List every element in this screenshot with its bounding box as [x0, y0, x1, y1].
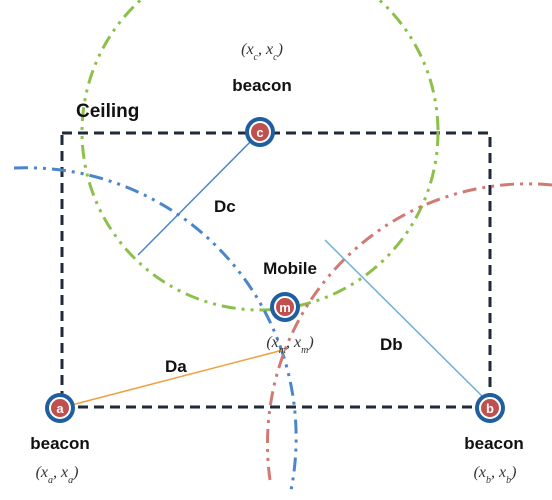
- distance-line-da: [59, 349, 284, 409]
- beacon-a: a beacon (xa, xa): [30, 393, 90, 486]
- beacon-c-letter: c: [256, 125, 263, 140]
- ceiling-label: Ceiling: [76, 101, 139, 122]
- beacon-a-caption: beacon: [30, 434, 90, 453]
- distance-label-db: Db: [380, 335, 403, 354]
- mobile-letter: m: [279, 300, 291, 315]
- distance-label-dc: Dc: [214, 197, 236, 216]
- distance-label-da: Da: [165, 357, 187, 376]
- range-arc-a: [13, 166, 298, 496]
- beacon-c-caption: beacon: [232, 76, 292, 95]
- beacon-b-coords: (xb, xb): [474, 464, 517, 486]
- beacon-c: (xc, xc) beacon c: [232, 41, 292, 147]
- beacon-a-coords: (xa, xa): [36, 464, 79, 486]
- mobile-node: Mobile m (xm, xm): [263, 259, 317, 356]
- beacon-b-letter: b: [486, 401, 494, 416]
- beacon-b-caption: beacon: [464, 434, 524, 453]
- beacon-b: b beacon (xb, xb): [464, 393, 524, 486]
- range-arc-b: [266, 182, 552, 481]
- mobile-label: Mobile: [263, 259, 317, 278]
- distance-line-db: [324, 239, 491, 405]
- mobile-core: [274, 296, 296, 318]
- beacon-a-letter: a: [56, 401, 64, 416]
- beacon-a-core: [49, 397, 71, 419]
- distance-line-dc: [137, 131, 261, 256]
- beacon-c-coords: (xc, xc): [241, 41, 283, 63]
- beacon-b-core: [479, 397, 501, 419]
- beacon-c-core: [249, 121, 271, 143]
- range-circle-c: [80, 0, 440, 312]
- ceiling-rectangle: [60, 131, 492, 409]
